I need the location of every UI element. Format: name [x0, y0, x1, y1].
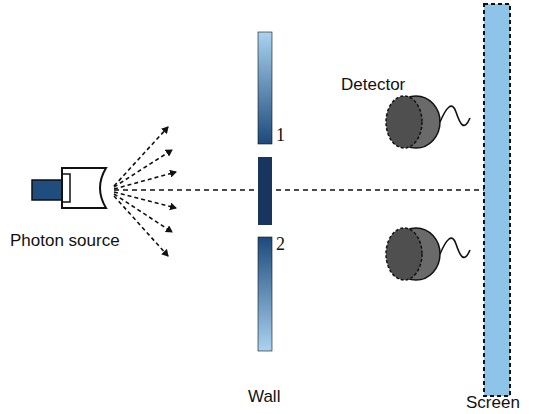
detector-upper [386, 96, 470, 148]
beam-line [114, 189, 484, 191]
wall-lower [258, 237, 272, 351]
screen [484, 4, 510, 396]
photon-source [32, 168, 106, 208]
screen-label: Screen [466, 394, 520, 411]
wall-upper [258, 32, 272, 144]
source-label: Photon source [10, 232, 120, 249]
photon-rays [114, 127, 176, 256]
callout-number: 1 [276, 126, 285, 144]
wall-label: Wall [248, 388, 280, 405]
wall-middle [258, 157, 272, 225]
detector-lower [386, 228, 470, 280]
callout-number: 2 [276, 235, 285, 253]
detector-label: Detector [341, 76, 405, 93]
